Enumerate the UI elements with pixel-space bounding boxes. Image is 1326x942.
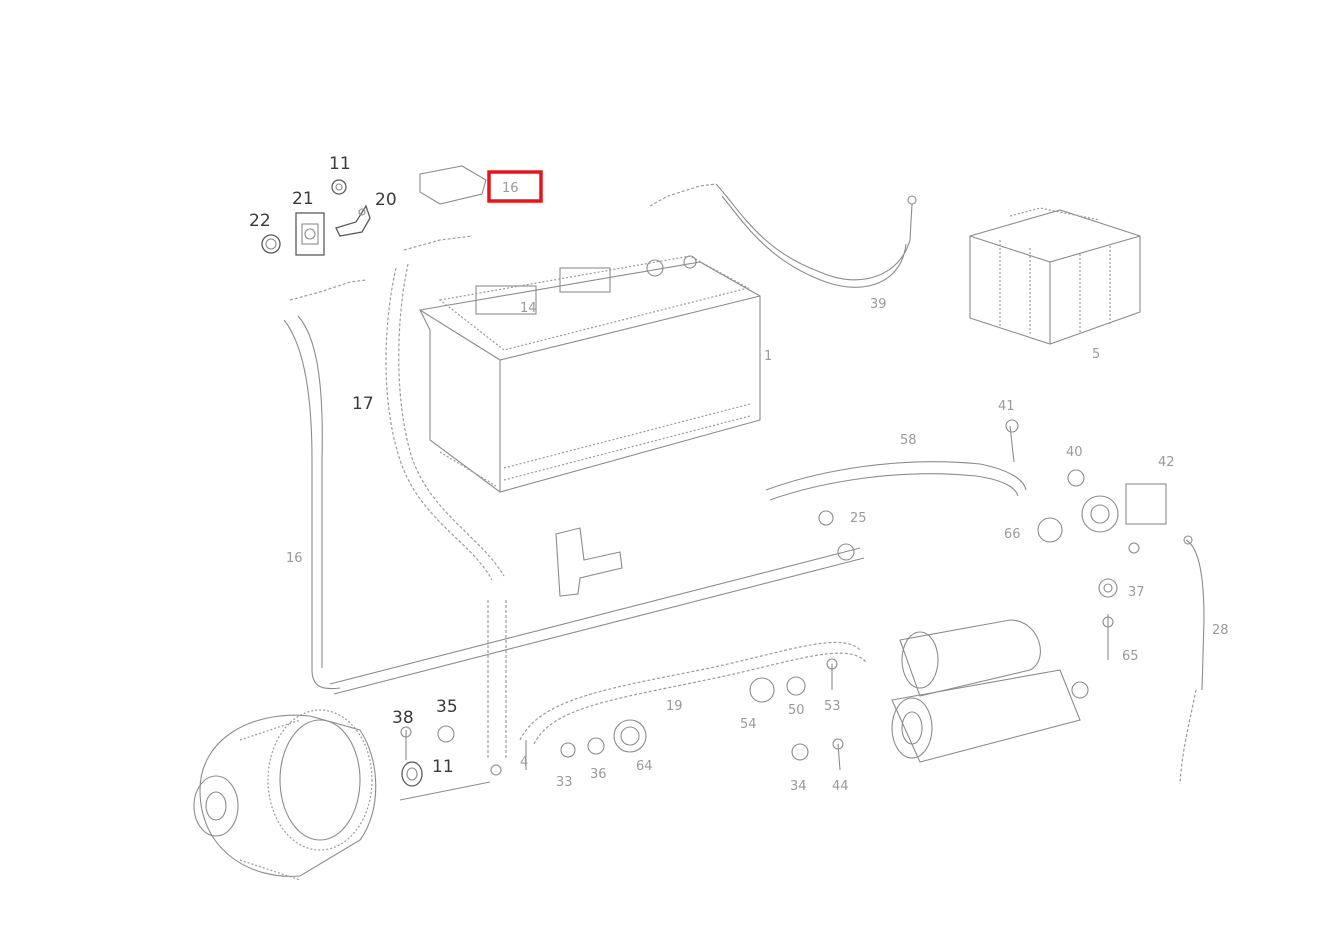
label-64: 64 <box>636 759 653 774</box>
label-65: 65 <box>1122 649 1139 664</box>
ground-strap-right[interactable] <box>1179 535 1205 785</box>
part-21-clamp[interactable] <box>295 212 325 256</box>
battery-rod[interactable] <box>329 547 865 695</box>
nut-11-bottom[interactable] <box>401 761 423 787</box>
battery-cover-plate[interactable] <box>419 165 487 205</box>
label-40: 40 <box>1066 445 1083 460</box>
alternator[interactable] <box>193 709 377 881</box>
label-53: 53 <box>824 699 841 714</box>
battery[interactable] <box>419 255 761 493</box>
nut-37[interactable] <box>1098 578 1118 598</box>
starter-motor[interactable] <box>891 619 1089 763</box>
nut-33[interactable] <box>560 742 576 758</box>
cable-58[interactable] <box>765 461 1027 501</box>
label-37: 37 <box>1128 585 1145 600</box>
highlight-box[interactable] <box>487 170 543 203</box>
bolt-53[interactable] <box>826 658 838 690</box>
label-54: 54 <box>740 717 757 732</box>
label-16-left: 16 <box>286 551 303 566</box>
label-1: 1 <box>764 349 772 364</box>
bolt-38[interactable] <box>400 726 412 760</box>
washer-35[interactable] <box>437 725 455 743</box>
label-16-highlighted: 16 <box>502 181 519 196</box>
label-42: 42 <box>1158 455 1175 470</box>
relay-assembly[interactable] <box>1037 469 1167 554</box>
washer-36[interactable] <box>587 737 605 755</box>
label-34: 34 <box>790 779 807 794</box>
label-5: 5 <box>1092 347 1100 362</box>
label-battery-14: 14 <box>520 301 537 316</box>
label-19: 19 <box>666 699 683 714</box>
label-33: 33 <box>556 775 573 790</box>
label-50: 50 <box>788 703 805 718</box>
ring-64[interactable] <box>613 719 647 753</box>
ground-strap-left[interactable] <box>283 279 367 690</box>
nut-50[interactable] <box>786 676 806 696</box>
label-44: 44 <box>832 779 849 794</box>
part-22-nut[interactable] <box>261 234 281 254</box>
callout-11-bottom: 11 <box>432 757 454 777</box>
callout-17: 17 <box>352 394 374 414</box>
callout-22: 22 <box>249 211 271 231</box>
stud-65[interactable] <box>1102 614 1114 660</box>
callout-21: 21 <box>292 189 314 209</box>
screw-44[interactable] <box>832 738 844 771</box>
bolt-41[interactable] <box>1005 419 1019 463</box>
part-20-terminal[interactable] <box>335 204 371 237</box>
label-25: 25 <box>850 511 867 526</box>
label-41: 41 <box>998 399 1015 414</box>
label-36: 36 <box>590 767 607 782</box>
cable-vertical-lower[interactable] <box>487 600 507 776</box>
label-28: 28 <box>1212 623 1229 638</box>
battery-box[interactable] <box>969 207 1141 345</box>
cable-39[interactable] <box>649 183 917 288</box>
label-66: 66 <box>1004 527 1021 542</box>
cable-17[interactable] <box>385 235 505 581</box>
label-39: 39 <box>870 297 887 312</box>
fastener-25[interactable] <box>818 510 855 561</box>
callout-20: 20 <box>375 190 397 210</box>
callout-38: 38 <box>392 708 414 728</box>
part-11-nut-top[interactable] <box>331 179 347 195</box>
washer-34[interactable] <box>791 743 809 761</box>
label-58: 58 <box>900 433 917 448</box>
callout-11-top: 11 <box>329 154 351 174</box>
alternator-cable-end <box>399 781 491 801</box>
washer-54[interactable] <box>749 677 775 703</box>
cable-19[interactable] <box>519 641 867 745</box>
bracket[interactable] <box>555 527 623 597</box>
callout-35: 35 <box>436 697 458 717</box>
label-4: 4 <box>520 755 528 770</box>
